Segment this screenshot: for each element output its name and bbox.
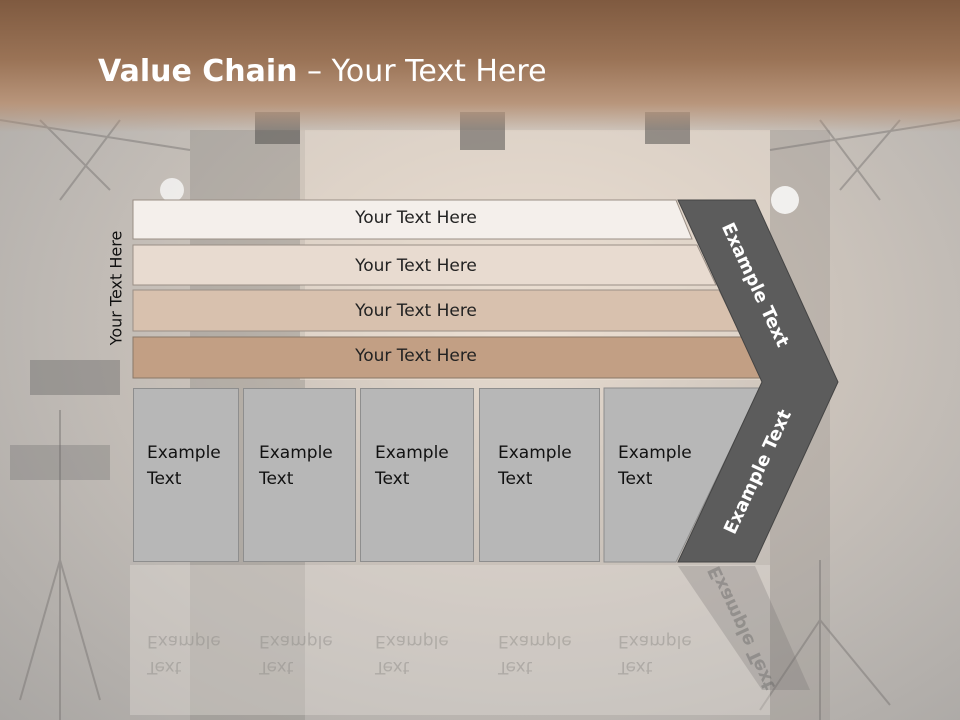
box-4-line1: Example: [498, 443, 572, 463]
row-bar-2: [132, 244, 717, 286]
chevron-arrow: [677, 199, 839, 563]
box-2: [243, 388, 356, 562]
refl-4-line1: Example: [498, 631, 572, 651]
box-5-line1: Example: [618, 443, 692, 463]
box-reflection-4: Text Example: [498, 628, 572, 680]
box-reflection-2: Text Example: [259, 628, 333, 680]
box-1-line2: Text: [147, 469, 182, 489]
box-1: [133, 388, 239, 562]
title-bold: Value Chain: [98, 54, 298, 89]
refl-5-line2: Text: [618, 657, 653, 677]
row-bar-1: [132, 199, 693, 240]
row-label-3: Your Text Here: [355, 301, 477, 321]
box-2-line1: Example: [259, 443, 333, 463]
box-reflection-1: Text Example: [147, 628, 221, 680]
refl-1-line1: Example: [147, 631, 221, 651]
box-5-line2: Text: [618, 469, 653, 489]
row-label-4: Your Text Here: [355, 346, 477, 366]
box-4-line2: Text: [498, 469, 533, 489]
box-4: [479, 388, 600, 562]
box-3-line2: Text: [375, 469, 410, 489]
refl-1-line2: Text: [147, 657, 182, 677]
refl-5-line1: Example: [618, 631, 692, 651]
box-2-line2: Text: [259, 469, 294, 489]
title-rest: – Your Text Here: [297, 54, 547, 89]
box-3: [360, 388, 474, 562]
refl-3-line1: Example: [375, 631, 449, 651]
refl-2-line2: Text: [259, 657, 294, 677]
slide-title: Value Chain – Your Text Here: [98, 54, 547, 89]
box-reflection-5: Text Example: [618, 628, 692, 680]
refl-3-line2: Text: [375, 657, 410, 677]
header-band: [0, 0, 960, 132]
box-5-shape: [603, 387, 761, 563]
refl-2-line1: Example: [259, 631, 333, 651]
row-label-1: Your Text Here: [355, 208, 477, 228]
row-label-2: Your Text Here: [355, 256, 477, 276]
box-1-line1: Example: [147, 443, 221, 463]
box-3-line1: Example: [375, 443, 449, 463]
box-reflection-3: Text Example: [375, 628, 449, 680]
refl-4-line2: Text: [498, 657, 533, 677]
chevron-reflection: [678, 566, 810, 690]
